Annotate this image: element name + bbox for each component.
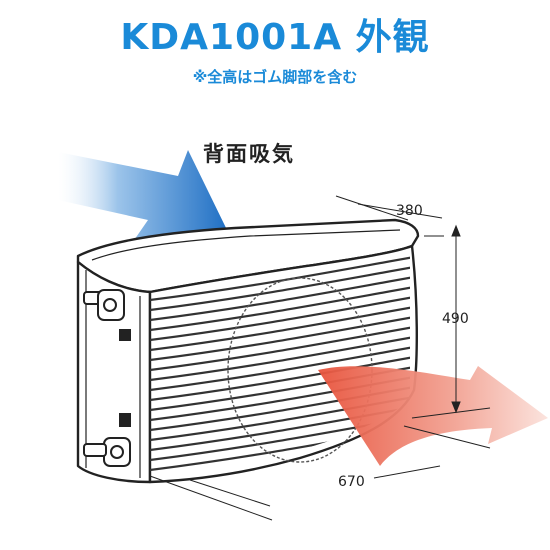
depth-dimension: 380 — [396, 203, 423, 219]
width-dimension: 670 — [338, 474, 365, 490]
intake-arrow — [58, 150, 228, 246]
page-title: KDA1001A 外観 — [120, 17, 430, 58]
rear-intake-label: 背面吸気 — [203, 142, 295, 166]
exhaust-arrow — [318, 366, 548, 466]
height-note: ※全高はゴム脚部を含む — [192, 68, 358, 86]
outlet-fitting — [83, 413, 131, 467]
inlet-fitting — [83, 289, 131, 341]
dimension-lines — [149, 195, 491, 521]
height-dimension: 490 — [442, 311, 469, 327]
